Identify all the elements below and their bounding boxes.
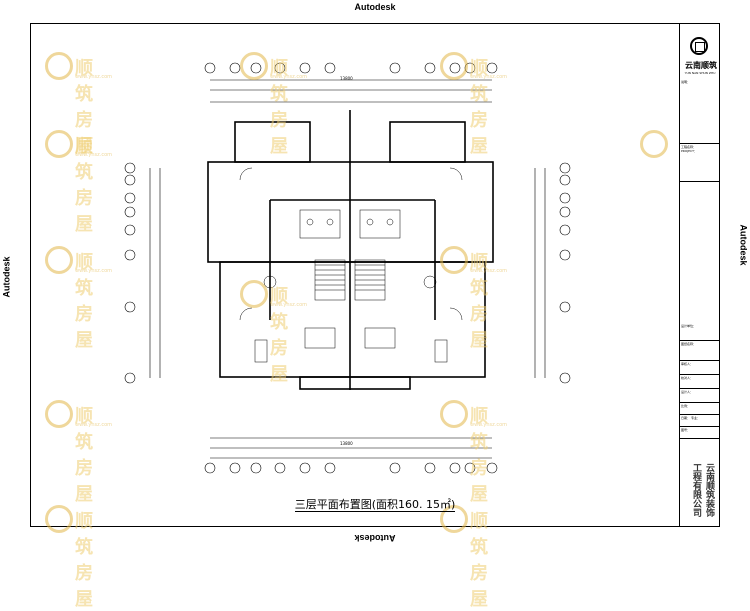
stamp-logo-icon bbox=[440, 52, 468, 80]
scale-label: 比例： bbox=[681, 404, 691, 408]
review-cell: 审核人： bbox=[680, 361, 720, 375]
brand-name: 云南顺筑 bbox=[685, 60, 717, 70]
company-name: 云南顺筑装饰工程有限公司 bbox=[691, 463, 714, 517]
scale-cell: 比例： bbox=[680, 403, 720, 415]
stamp-logo-icon bbox=[240, 52, 268, 80]
design-unit-cell: 设计单位： bbox=[680, 323, 720, 341]
review-label: 审核人： bbox=[681, 362, 694, 366]
drawing-name-cell: 图纸名称： bbox=[680, 341, 720, 361]
designer-label: 设计人： bbox=[681, 390, 694, 394]
autodesk-watermark-right: Autodesk bbox=[738, 224, 749, 266]
stamp-logo-icon bbox=[440, 246, 468, 274]
stamp-logo-icon bbox=[45, 505, 73, 533]
stamp-logo-icon bbox=[640, 130, 668, 158]
autodesk-watermark-top: Autodesk bbox=[354, 2, 396, 12]
company-logo-icon bbox=[690, 37, 708, 55]
project-label: 工程名称： bbox=[681, 145, 697, 149]
stamp-logo-icon bbox=[45, 246, 73, 274]
drawing-caption-text: 三层平面布置图(面积160. 15㎡) bbox=[294, 498, 456, 512]
total-dimension-bottom: 13800 bbox=[340, 441, 353, 446]
autodesk-watermark-left: Autodesk bbox=[1, 256, 12, 298]
drawing-caption: 三层平面布置图(面积160. 15㎡) bbox=[0, 496, 750, 512]
discipline-label: 专业： bbox=[690, 416, 700, 420]
date-label: 日期： bbox=[681, 416, 691, 420]
date-cell: 日期： 专业： bbox=[680, 415, 720, 427]
stamp-logo-icon bbox=[240, 280, 268, 308]
title-block: 云南顺筑 YUN NAN SHUN ZHU 说明： 工程名称：PROJECT： … bbox=[679, 23, 720, 527]
floor-plan-drawing bbox=[124, 62, 571, 474]
stamp-logo-icon bbox=[45, 52, 73, 80]
designer-cell: 设计人： bbox=[680, 389, 720, 403]
design-unit-label: 设计单位： bbox=[681, 324, 697, 328]
project-cell: 工程名称：PROJECT： bbox=[680, 144, 720, 182]
stamp-logo-icon bbox=[45, 400, 73, 428]
brand-name-en: YUN NAN SHUN ZHU bbox=[684, 71, 716, 75]
autodesk-watermark-bottom: Autodesk bbox=[354, 533, 396, 543]
project-sub-label: PROJECT： bbox=[681, 149, 697, 153]
drawing-frame bbox=[30, 23, 720, 527]
stamp-logo-icon bbox=[440, 400, 468, 428]
stamp-logo-icon bbox=[440, 505, 468, 533]
notes-label: 说明： bbox=[681, 80, 691, 84]
check-label: 校对人： bbox=[681, 376, 694, 380]
sheet-label: 图号： bbox=[681, 428, 691, 432]
notes-cell: 说明： bbox=[680, 79, 720, 144]
check-cell: 校对人： bbox=[680, 375, 720, 389]
stamp-logo-icon bbox=[45, 130, 73, 158]
total-dimension-top: 13800 bbox=[340, 76, 353, 81]
sheet-no-cell: 图号： bbox=[680, 427, 720, 439]
drawing-name-label: 图纸名称： bbox=[681, 342, 697, 346]
